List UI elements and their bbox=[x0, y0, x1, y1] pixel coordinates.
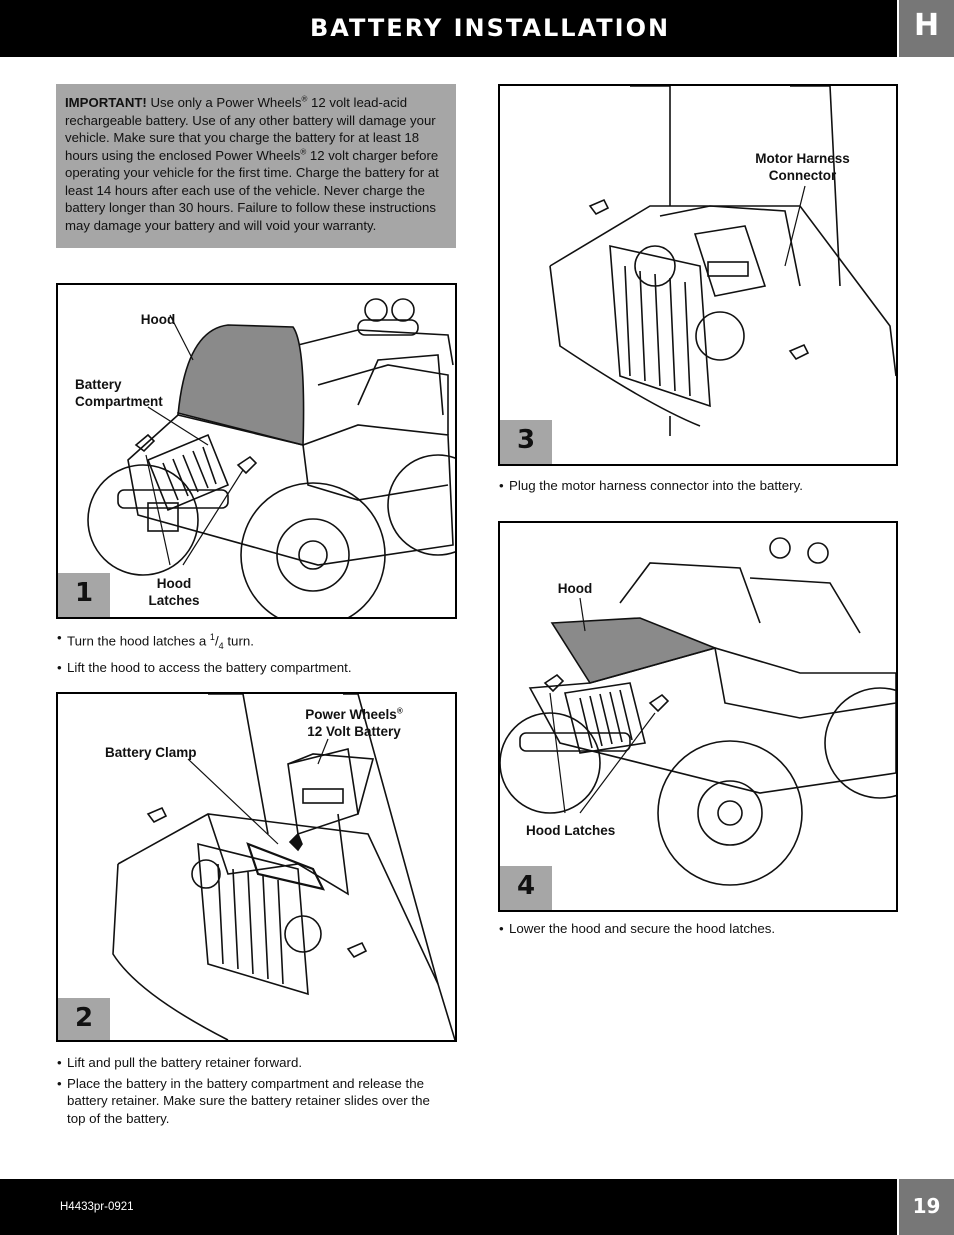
step-2-bullet-1: Lift and pull the battery retainer forwa… bbox=[57, 1054, 452, 1072]
label-battery-line1: Power Wheels® bbox=[284, 706, 424, 723]
label-battery-compartment-line2: Compartment bbox=[75, 394, 163, 409]
step-1-badge: 1 bbox=[58, 573, 110, 617]
step-1-bullet-1: Turn the hood latches a 1/4 turn. bbox=[57, 629, 457, 656]
step-4-number: 4 bbox=[516, 871, 536, 901]
step-2-instructions: Lift and pull the battery retainer forwa… bbox=[57, 1054, 452, 1130]
step-2-badge: 2 bbox=[58, 998, 110, 1040]
label-hood: Hood bbox=[557, 581, 593, 596]
step-4-instructions: Lower the hood and secure the hood latch… bbox=[499, 920, 894, 941]
step-1-number: 1 bbox=[74, 578, 94, 608]
page-title: BATTERY INSTALLATION bbox=[310, 14, 671, 42]
notice-text-3: 12 volt charger before operating your ve… bbox=[65, 147, 439, 233]
page-footer: H4433pr-0921 bbox=[0, 1179, 897, 1235]
registered-mark: ® bbox=[396, 706, 403, 716]
step-3-badge: 3 bbox=[500, 420, 552, 464]
fraction-denominator: 4 bbox=[218, 641, 224, 652]
section-letter: H bbox=[913, 8, 940, 43]
step-3-bullet-1: Plug the motor harness connector into th… bbox=[499, 477, 894, 495]
registered-mark: ® bbox=[300, 147, 307, 157]
label-hood-latches: Hood Latches bbox=[526, 823, 616, 838]
label-hood-latches-line1: Hood bbox=[156, 576, 192, 591]
label-motor-line1: Motor Harness bbox=[755, 151, 850, 166]
step-4-figure: Hood Hood Latches 4 bbox=[498, 521, 898, 912]
label-battery-line2: 12 Volt Battery bbox=[307, 724, 401, 739]
step-2-figure: Power Wheels® 12 Volt Battery Battery Cl… bbox=[56, 692, 457, 1042]
notice-text-2: 12 volt lead-acid rechargeable battery. … bbox=[65, 95, 436, 163]
label-power-wheels-battery: Power Wheels® 12 Volt Battery bbox=[284, 706, 424, 740]
important-label: IMPORTANT! bbox=[65, 95, 147, 110]
step-2-bullet-2: Place the battery in the battery compart… bbox=[57, 1075, 452, 1128]
label-battery-clamp: Battery Clamp bbox=[105, 745, 197, 760]
page-header: BATTERY INSTALLATION bbox=[0, 0, 897, 57]
important-notice: IMPORTANT! Use only a Power Wheels® 12 v… bbox=[56, 84, 456, 248]
page-number-box: 19 bbox=[899, 1179, 954, 1235]
fraction-slash: / bbox=[214, 633, 219, 649]
section-tab: H bbox=[899, 0, 954, 57]
step-4-bullet-1: Lower the hood and secure the hood latch… bbox=[499, 920, 894, 938]
label-battery-compartment-line1: Battery bbox=[75, 377, 122, 392]
label-battery-brand: Power Wheels bbox=[305, 707, 397, 722]
motor-harness-illustration bbox=[549, 86, 896, 436]
fraction-numerator: 1 bbox=[209, 632, 215, 642]
label-hood-latches-line2: Latches bbox=[148, 593, 200, 608]
document-code: H4433pr-0921 bbox=[60, 1201, 134, 1213]
step-3-number: 3 bbox=[516, 425, 536, 455]
label-battery-compartment: Battery Compartment bbox=[75, 376, 163, 410]
step-3-instructions: Plug the motor harness connector into th… bbox=[499, 477, 894, 498]
jeep-hood-closed-illustration bbox=[500, 537, 896, 886]
step-4-badge: 4 bbox=[500, 866, 552, 910]
label-hood: Hood bbox=[140, 312, 176, 327]
label-motor-harness-connector: Motor Harness Connector bbox=[750, 150, 855, 184]
step-3-figure: Motor Harness Connector 3 bbox=[498, 84, 898, 466]
step-1-figure: Hood Battery Compartment Hood Latches 1 bbox=[56, 283, 457, 619]
step-1-instructions: Turn the hood latches a 1/4 turn. Lift t… bbox=[57, 629, 457, 679]
page-number: 19 bbox=[912, 1194, 941, 1218]
battery-clamp-illustration bbox=[112, 694, 455, 1040]
label-motor-line2: Connector bbox=[768, 168, 837, 183]
step-2-number: 2 bbox=[74, 1003, 94, 1033]
jeep-hood-open-illustration bbox=[87, 298, 455, 617]
registered-mark: ® bbox=[301, 94, 308, 104]
notice-text-1: Use only a Power Wheels bbox=[146, 95, 302, 110]
label-hood-latches: Hood Latches bbox=[144, 575, 204, 609]
step-1-bullet-2: Lift the hood to access the battery comp… bbox=[57, 659, 457, 677]
bullet-text: turn. bbox=[223, 633, 254, 649]
bullet-text: Turn the hood latches a bbox=[67, 633, 210, 649]
